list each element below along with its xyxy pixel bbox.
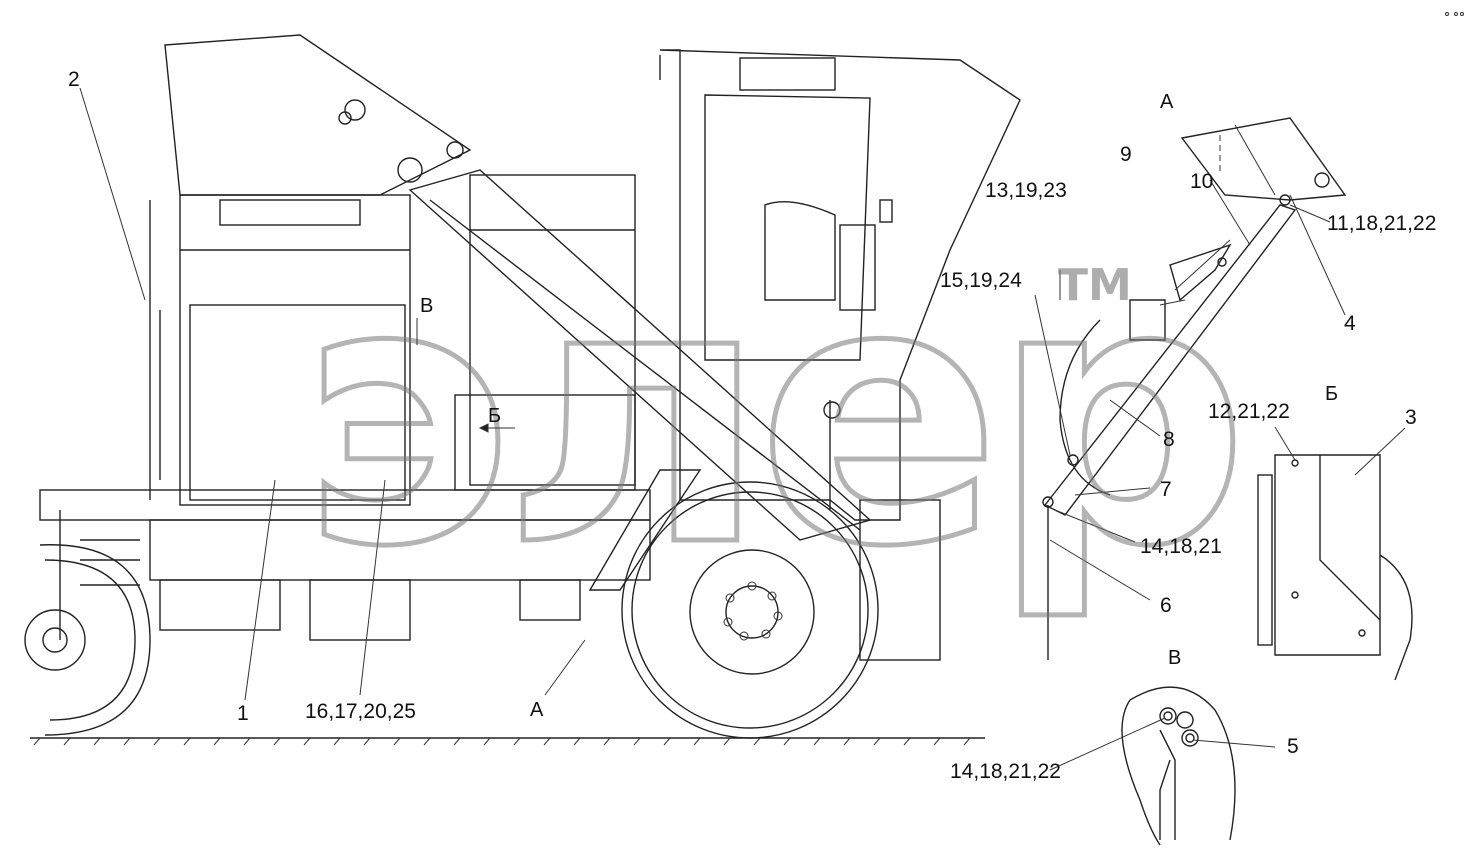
watermark: элер ТМ [298,204,1252,628]
callout-6: 6 [1160,594,1172,617]
leader-lines [79,87,1406,771]
view-b-ref: Б [488,405,501,427]
rear-wheel [24,544,151,736]
view-v-detail [1121,686,1236,846]
engine-compartment [454,174,636,491]
callout-13-19-23: 13,19,23 [985,179,1067,202]
callout-4: 4 [1344,312,1356,335]
callout-15-19-24: 15,19,24 [940,269,1022,292]
front-wheel [621,481,879,739]
callout-9: 9 [1120,143,1132,166]
callout-2: 2 [68,68,80,91]
callout-8: 8 [1163,428,1175,451]
callout-14-18-21: 14,18,21 [1140,535,1222,558]
callout-3: 3 [1405,406,1417,429]
cabin [659,49,1021,661]
view-a-title: А [1160,91,1174,113]
chassis-frame [39,489,651,641]
callout-1: 1 [237,702,249,725]
view-a-ref: А [530,699,544,721]
watermark-tm: ТМ [1058,260,1132,311]
callout-12-21-22: 12,21,22 [1208,400,1290,423]
view-v-title: В [1168,647,1181,669]
callout-labels: 2 1 16,17,20,25 9 10 13,19,23 11,18,21,2… [68,68,1436,783]
unloading-auger [164,34,472,196]
callout-7: 7 [1160,478,1172,501]
callout-11-18-21-22: 11,18,21,22 [1327,212,1436,235]
ground-line [30,737,985,746]
side-shield [823,400,841,510]
view-ref-arrows [416,318,515,433]
view-b-title: Б [1325,383,1338,405]
watermark-text: элер [300,206,1239,625]
view-v-ref: В [420,295,433,317]
view-b-detail [1257,454,1413,681]
callout-5: 5 [1287,735,1299,758]
view-labels: А А Б Б В В [420,91,1338,721]
corner-marks [1445,12,1464,16]
callout-16-17-20-25: 16,17,20,25 [305,700,416,723]
view-a-detail [1042,117,1347,660]
callout-10: 10 [1190,170,1213,193]
callout-14-18-21-22: 14,18,21,22 [950,760,1061,783]
